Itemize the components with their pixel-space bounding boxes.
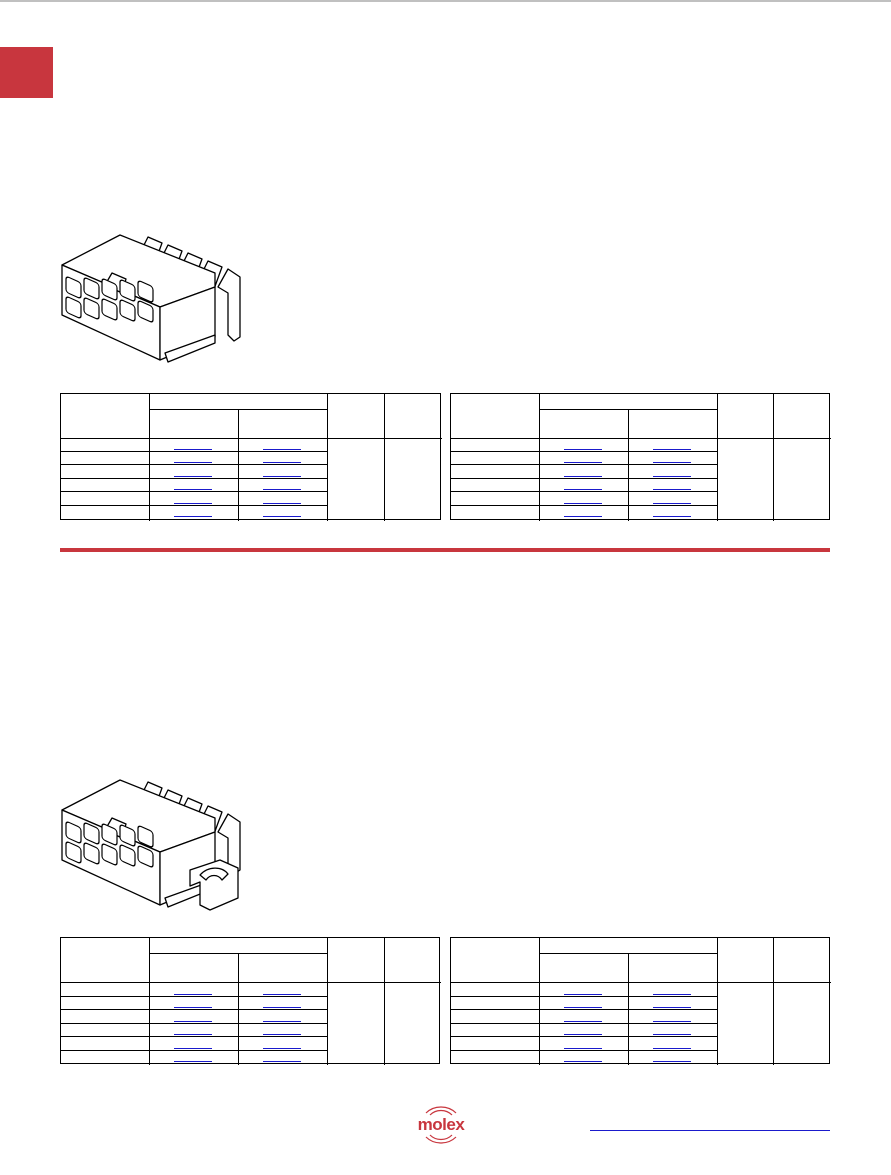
part-number-table-right-2	[450, 937, 831, 1065]
table-grid	[61, 394, 442, 521]
logo-wordmark: molex	[417, 1115, 465, 1134]
molex-logo-icon[interactable]: molex	[408, 1103, 474, 1147]
footer-website-link[interactable]	[590, 1130, 830, 1131]
table-grid	[61, 938, 441, 1065]
section-divider	[60, 548, 830, 552]
part-number-table-left-1	[60, 393, 442, 521]
part-number-table-right-1	[450, 393, 831, 521]
section-tab-marker	[0, 47, 53, 98]
molex-logo-arcs	[425, 1106, 457, 1144]
right-angle-header-with-peg-10-circuit-icon	[61, 779, 241, 911]
table-grid	[451, 394, 831, 521]
right-angle-header-10-circuit-icon	[61, 234, 241, 363]
part-number-table-left-2	[60, 937, 441, 1065]
table-grid	[451, 938, 831, 1065]
top-border	[0, 0, 891, 2]
